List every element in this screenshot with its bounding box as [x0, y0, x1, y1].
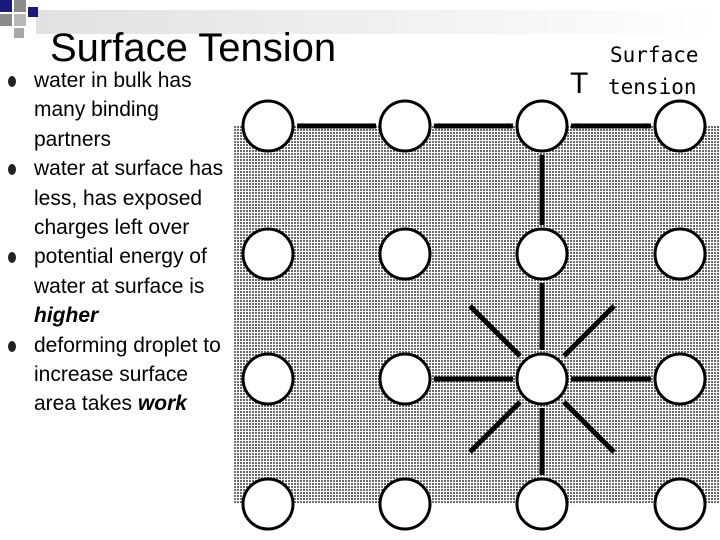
surface-molecule [653, 99, 707, 153]
bulk-molecule [378, 352, 432, 406]
deco-square-gray-3 [14, 14, 26, 26]
bullet-emphasis: work [137, 392, 187, 416]
bulk-force-arrow [562, 304, 616, 358]
bullet-marker [8, 76, 16, 87]
bulk-molecule [653, 477, 707, 531]
surface-molecule [378, 99, 432, 153]
deco-square-navy-1 [0, 0, 12, 12]
figure-label-tension: tension [608, 75, 697, 99]
bulk-molecule [378, 227, 432, 281]
bullet-marker [8, 252, 16, 264]
bulk-molecule [515, 477, 569, 531]
deco-square-gray-1 [14, 0, 26, 12]
deco-square-gray-2 [0, 14, 12, 26]
bullet-item: water in bulk has many binding partners [8, 66, 230, 154]
deco-square-gray-4 [14, 28, 24, 38]
bulk-force-arrow [468, 304, 522, 358]
bullet-text: deforming droplet to increase surface ar… [34, 333, 221, 416]
bullet-marker [8, 340, 16, 352]
bulk-molecule [241, 352, 295, 406]
slide-title: Surface Tension [50, 26, 337, 70]
bullet-item: deforming droplet to increase surface ar… [8, 331, 230, 419]
bullet-item: water at surface has less, has exposed c… [8, 154, 230, 242]
deco-square-navy-2 [28, 7, 38, 17]
bulk-molecule [378, 477, 432, 531]
bulk-molecule [241, 477, 295, 531]
bullet-emphasis: higher [34, 304, 99, 328]
surface-tension-figure: T Surface tension [234, 43, 720, 531]
surface-molecule [515, 99, 569, 153]
bullet-text: potential energy of water at surface is [34, 245, 207, 298]
bullet-text: water at surface has less, has exposed c… [34, 157, 224, 240]
title-decoration [0, 0, 720, 38]
bullet-marker [8, 164, 16, 176]
surface-molecule [241, 99, 295, 153]
bulk-molecule [653, 352, 707, 406]
tension-symbol: T [570, 67, 588, 100]
bulk-molecule [515, 227, 569, 281]
bulk-force-arrow [562, 400, 616, 454]
bullet-item: potential energy of water at surface is … [8, 242, 230, 330]
bulk-molecule [653, 227, 707, 281]
figure-label-surface: Surface [610, 43, 699, 67]
bulk-force-arrow [468, 400, 522, 454]
bulk-molecule [515, 352, 569, 406]
bulk-molecule [241, 227, 295, 281]
bullet-text: water in bulk has many binding partners [34, 69, 192, 151]
